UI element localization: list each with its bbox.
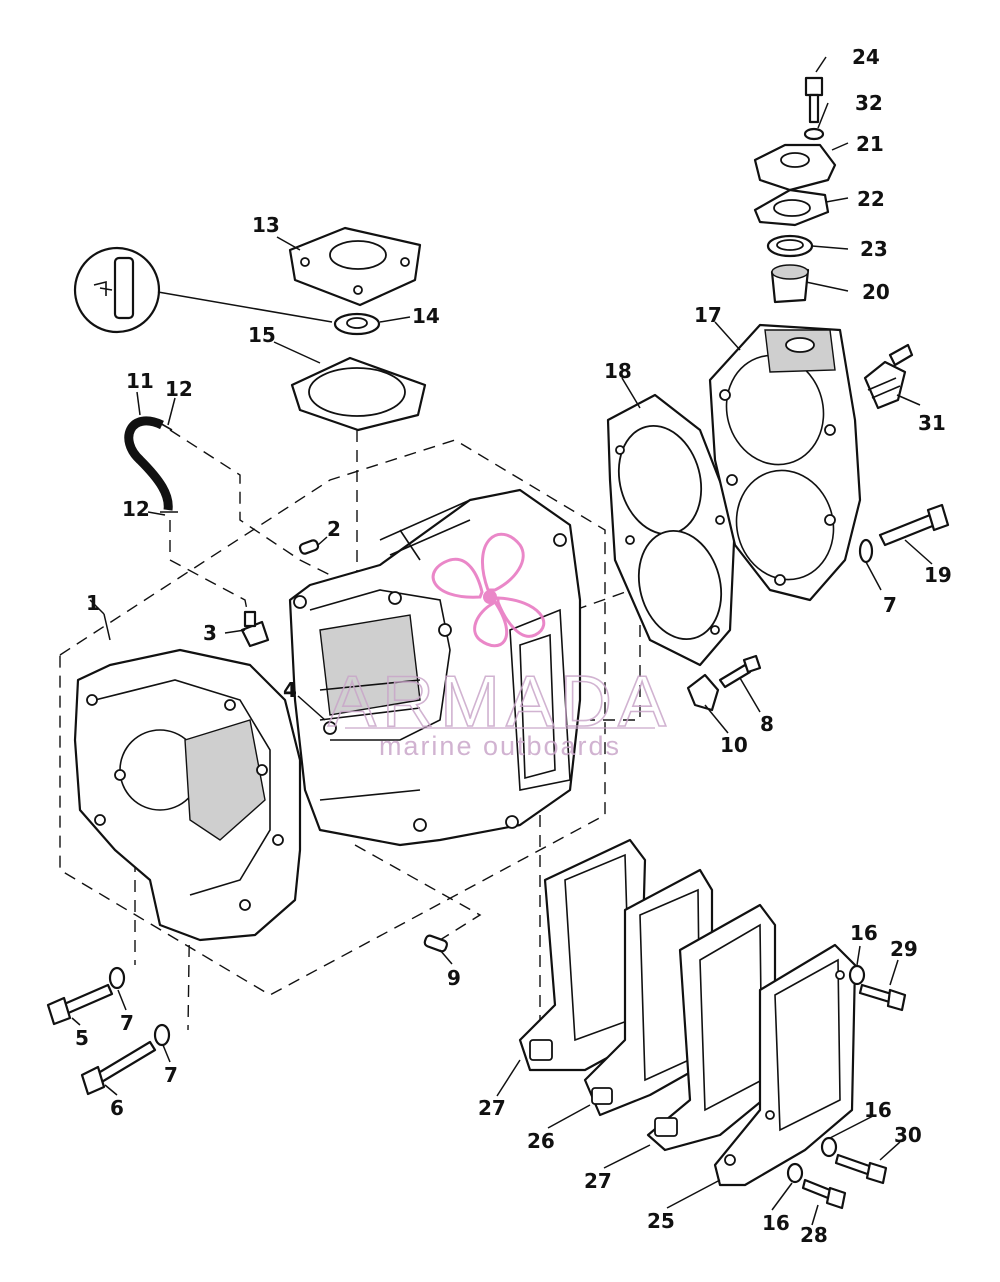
gasket-15 [290, 356, 427, 432]
hose-clamp-icon [73, 246, 333, 334]
ring-23 [766, 234, 814, 258]
callout-3: 3 [203, 621, 217, 645]
bolt-28 [801, 1178, 847, 1210]
bolt-8 [718, 654, 762, 689]
washer-7-bolt6 [153, 1023, 171, 1047]
washer-16-low [786, 1162, 804, 1184]
bolt-24 [804, 76, 824, 124]
callout-16-b: 16 [864, 1098, 892, 1122]
washer-7-bolt5 [108, 966, 126, 990]
callout-7-a: 7 [120, 1011, 134, 1035]
callout-6: 6 [110, 1096, 124, 1120]
callout-25: 25 [647, 1209, 675, 1233]
callout-10: 10 [720, 733, 748, 757]
thermostat-20 [770, 264, 810, 304]
washer-32 [803, 127, 825, 141]
bolt-30 [834, 1153, 888, 1185]
callout-labels: 1 2 3 4 5 6 7 7 7 8 9 10 11 12 12 13 14 … [75, 45, 952, 1247]
crankcase-cover [73, 648, 302, 942]
bolt-5 [46, 983, 114, 1026]
callout-19: 19 [924, 563, 952, 587]
washer-16-top [848, 964, 866, 986]
callout-8: 8 [760, 712, 774, 736]
top-cover-13 [288, 226, 422, 307]
exhaust-cover-25 [713, 943, 857, 1187]
armada-logo-watermark: ARMADA marine outboards [327, 532, 672, 761]
callout-11: 11 [126, 369, 154, 393]
callout-13: 13 [252, 213, 280, 237]
callout-16-a: 16 [850, 921, 878, 945]
callout-32: 32 [855, 91, 883, 115]
callout-26: 26 [527, 1129, 555, 1153]
clip-10 [686, 673, 720, 712]
spark-plug-31 [863, 343, 914, 410]
dowel-pin-2 [298, 539, 320, 555]
watermark-tagline: marine outboards [379, 731, 621, 761]
callout-9: 9 [447, 966, 461, 990]
callout-27-b: 27 [584, 1169, 612, 1193]
bolt-19 [878, 503, 950, 547]
callout-12-b: 12 [122, 497, 150, 521]
head-gasket-18 [606, 393, 737, 667]
bolt-6 [80, 1040, 157, 1096]
callout-28: 28 [800, 1223, 828, 1247]
callout-7-b: 7 [164, 1063, 178, 1087]
callout-2: 2 [327, 517, 341, 541]
callout-20: 20 [862, 280, 890, 304]
thermostat-cover-21 [753, 143, 837, 192]
callout-7-c: 7 [883, 593, 897, 617]
callout-15: 15 [248, 323, 276, 347]
gasket-27-rear [518, 838, 647, 1072]
callout-18: 18 [604, 359, 632, 383]
propeller-logo-icon [431, 532, 546, 648]
callout-12-a: 12 [165, 377, 193, 401]
callout-29: 29 [890, 937, 918, 961]
callout-1: 1 [86, 591, 100, 615]
bolt-29 [858, 983, 907, 1012]
seal-14 [333, 312, 381, 336]
washer-7-head [858, 538, 874, 564]
callout-17: 17 [694, 303, 722, 327]
callout-31: 31 [918, 411, 946, 435]
callout-24: 24 [852, 45, 880, 69]
callout-22: 22 [857, 187, 885, 211]
callout-4: 4 [283, 678, 297, 702]
block-assembly-boundary [59, 439, 606, 996]
callout-5: 5 [75, 1026, 89, 1050]
gasket-22 [753, 188, 830, 227]
callout-leaders [71, 56, 933, 1226]
callout-14: 14 [412, 304, 440, 328]
dowel-pin-9 [423, 934, 449, 953]
hose-11 [124, 416, 178, 513]
callout-21: 21 [856, 132, 884, 156]
cylinder-head-17 [708, 323, 862, 602]
callout-23: 23 [860, 237, 888, 261]
gasket-27-front [646, 903, 777, 1152]
watermark-brand: ARMADA [328, 662, 672, 742]
cylinder-block [288, 488, 582, 847]
callout-16-c: 16 [762, 1211, 790, 1235]
callout-27-a: 27 [478, 1096, 506, 1120]
washer-16-mid [820, 1136, 838, 1158]
callout-30: 30 [894, 1123, 922, 1147]
fitting-3 [240, 610, 270, 648]
